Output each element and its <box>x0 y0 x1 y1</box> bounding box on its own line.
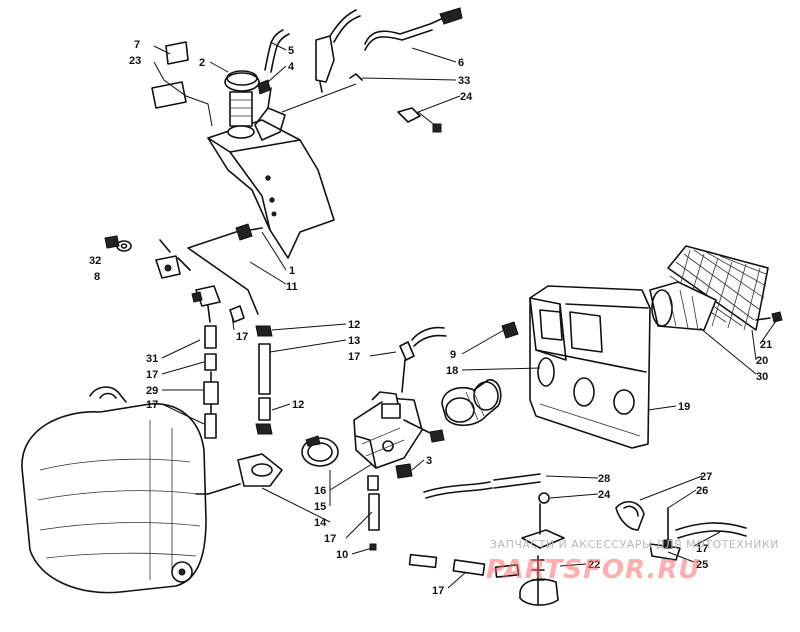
callout-3: 3 <box>426 455 432 467</box>
callout-10: 10 <box>336 549 348 561</box>
fuel-hose-17-right <box>675 522 747 539</box>
washer-8 <box>116 240 132 252</box>
engine <box>21 386 209 594</box>
vent-hose <box>264 29 290 73</box>
callout-33: 33 <box>458 75 470 87</box>
leader-lines <box>153 41 779 589</box>
fuel-cap <box>224 70 260 139</box>
fuel-line-route <box>187 231 259 315</box>
callout-17-right: 17 <box>696 543 708 555</box>
screw-21 <box>755 311 783 323</box>
primer-pump <box>315 9 361 93</box>
fuel-hose-right <box>258 343 271 421</box>
carb-drain-3 <box>395 463 413 479</box>
intake-tube-30 <box>649 281 717 331</box>
callout-21: 21 <box>760 339 772 351</box>
callout-19: 19 <box>678 401 690 413</box>
callout-6: 6 <box>458 57 464 69</box>
callout-17-cable: 17 <box>348 351 360 363</box>
callout-numbers: 7 23 2 5 4 6 33 24 32 8 1 11 17 12 13 17… <box>89 39 772 597</box>
intake-flange <box>207 453 283 495</box>
watermark: ЗАПЧАСТИ И АКСЕССУАРЫ ДЛЯ МОТОТЕХНИКИ PA… <box>486 538 779 585</box>
fuel-hose-28 <box>423 473 541 499</box>
tank-fitting <box>235 223 263 241</box>
callout-4: 4 <box>288 61 295 73</box>
fitting-24 <box>538 492 550 504</box>
callout-25: 25 <box>696 559 708 571</box>
fuel-hose-17-lower <box>408 553 520 578</box>
fuel-hose-left <box>204 325 217 439</box>
callout-32: 32 <box>89 255 101 267</box>
intake-boot-18 <box>441 379 502 427</box>
callout-20: 20 <box>756 355 768 367</box>
fuel-filter <box>203 371 219 415</box>
callout-31: 31 <box>146 353 158 365</box>
callout-24-lower: 24 <box>598 489 611 501</box>
carburetor <box>353 391 445 469</box>
decal-7 <box>165 41 189 65</box>
callout-14: 14 <box>314 517 327 529</box>
callout-24-top: 24 <box>460 91 473 103</box>
callout-26: 26 <box>696 485 708 497</box>
callout-17-lower: 17 <box>432 585 444 597</box>
callout-2: 2 <box>199 57 205 69</box>
carb-hose-17 <box>367 475 380 551</box>
decal-23 <box>151 81 187 109</box>
callout-9: 9 <box>450 349 456 361</box>
callout-1: 1 <box>289 265 295 277</box>
hose-clamp-12-bottom <box>255 423 273 435</box>
callout-7: 7 <box>134 39 140 51</box>
shutoff-valve <box>191 285 245 323</box>
fuel-pump-bracket <box>519 503 565 606</box>
callout-12-bottom: 12 <box>292 399 304 411</box>
callout-27: 27 <box>700 471 712 483</box>
watermark-caption: ЗАПЧАСТИ И АКСЕССУАРЫ ДЛЯ МОТОТЕХНИКИ <box>490 538 779 551</box>
callout-5: 5 <box>288 45 294 57</box>
intake-screen-20 <box>667 245 769 331</box>
hose-clip-27 <box>615 501 645 531</box>
callout-28: 28 <box>598 473 610 485</box>
shutoff-bracket <box>155 239 191 279</box>
callout-30: 30 <box>756 371 768 383</box>
hose-clamp-12-top <box>255 325 273 337</box>
callout-17-valve: 17 <box>236 331 248 343</box>
callout-8: 8 <box>94 271 100 283</box>
nut-32 <box>104 235 120 249</box>
callout-13: 13 <box>348 335 360 347</box>
callout-15: 15 <box>314 501 326 513</box>
callout-17-carb: 17 <box>324 533 336 545</box>
watermark-brand: PARTSFOR.RU <box>486 555 700 585</box>
intake-clamp <box>301 435 339 467</box>
fastener-9 <box>501 321 519 339</box>
callout-17-hose-a: 17 <box>146 369 158 381</box>
mount-25 <box>649 543 681 561</box>
callout-12-top: 12 <box>348 319 360 331</box>
choke-bracket <box>349 73 442 133</box>
fuel-tank <box>207 119 335 259</box>
callout-11: 11 <box>286 281 298 293</box>
fuel-tank-bracket <box>254 79 286 141</box>
callout-23: 23 <box>129 55 141 67</box>
throttle-cable-17 <box>399 326 447 393</box>
callout-16: 16 <box>314 485 326 497</box>
callout-17-hose-b: 17 <box>146 399 158 411</box>
callout-29: 29 <box>146 385 158 397</box>
callout-22: 22 <box>588 559 600 571</box>
callout-18: 18 <box>446 365 458 377</box>
air-silencer <box>529 285 651 449</box>
primer-cable <box>364 7 463 51</box>
